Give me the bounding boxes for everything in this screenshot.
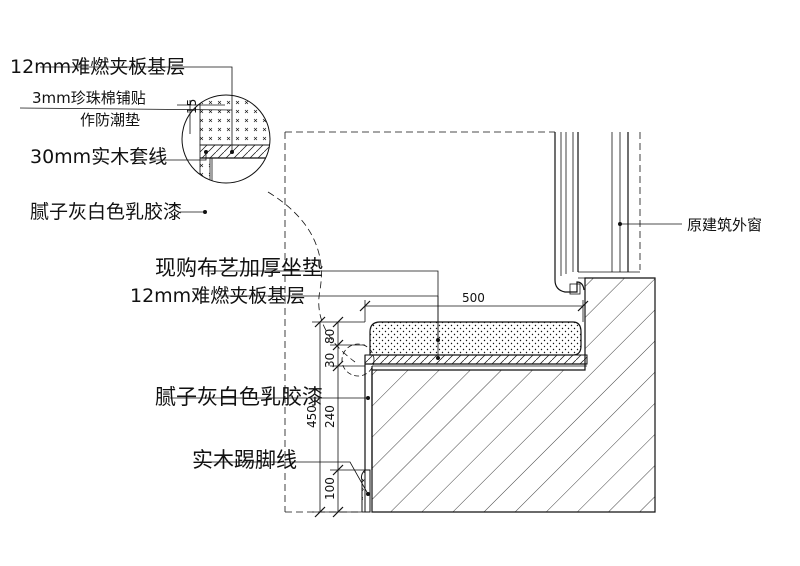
window-frame bbox=[554, 132, 640, 295]
detail-label-foam: 3mm珍珠棉铺贴 bbox=[32, 89, 146, 107]
detail-label-paint: 腻子灰白色乳胶漆 bbox=[30, 201, 182, 223]
dim-450: 450 bbox=[305, 405, 319, 428]
section-label-paint: 腻子灰白色乳胶漆 bbox=[155, 385, 323, 409]
section-label-plywood: 12mm难燃夹板基层 bbox=[130, 285, 305, 307]
detail-label-moisture: 作防潮垫 bbox=[80, 111, 140, 129]
detail-label-plywood: 12mm难燃夹板基层 bbox=[10, 56, 185, 78]
dim-30: 30 bbox=[323, 353, 337, 368]
dim-15: 15 bbox=[185, 99, 199, 114]
section-label-cushion: 现购布艺加厚坐垫 bbox=[155, 256, 323, 280]
seat-cushion bbox=[369, 321, 582, 356]
section-label-skirting: 实木踢脚线 bbox=[192, 448, 297, 472]
dim-seat-width: 500 bbox=[462, 291, 485, 305]
dim-80: 80 bbox=[323, 329, 337, 344]
leader-lines bbox=[19, 66, 682, 496]
dim-100: 100 bbox=[323, 477, 337, 500]
seat-front-panel bbox=[364, 355, 373, 470]
seat-base-board bbox=[364, 354, 588, 367]
dim-240: 240 bbox=[323, 405, 337, 428]
skirting-board bbox=[360, 469, 371, 513]
detail-callout: 15 bbox=[177, 94, 375, 377]
dimension-chain: 500 30 80 240 100 450 bbox=[305, 291, 589, 518]
concrete-sill bbox=[371, 277, 656, 513]
window-label: 原建筑外窗 bbox=[687, 216, 762, 234]
detail-label-trim: 30mm实木套线 bbox=[30, 146, 167, 168]
